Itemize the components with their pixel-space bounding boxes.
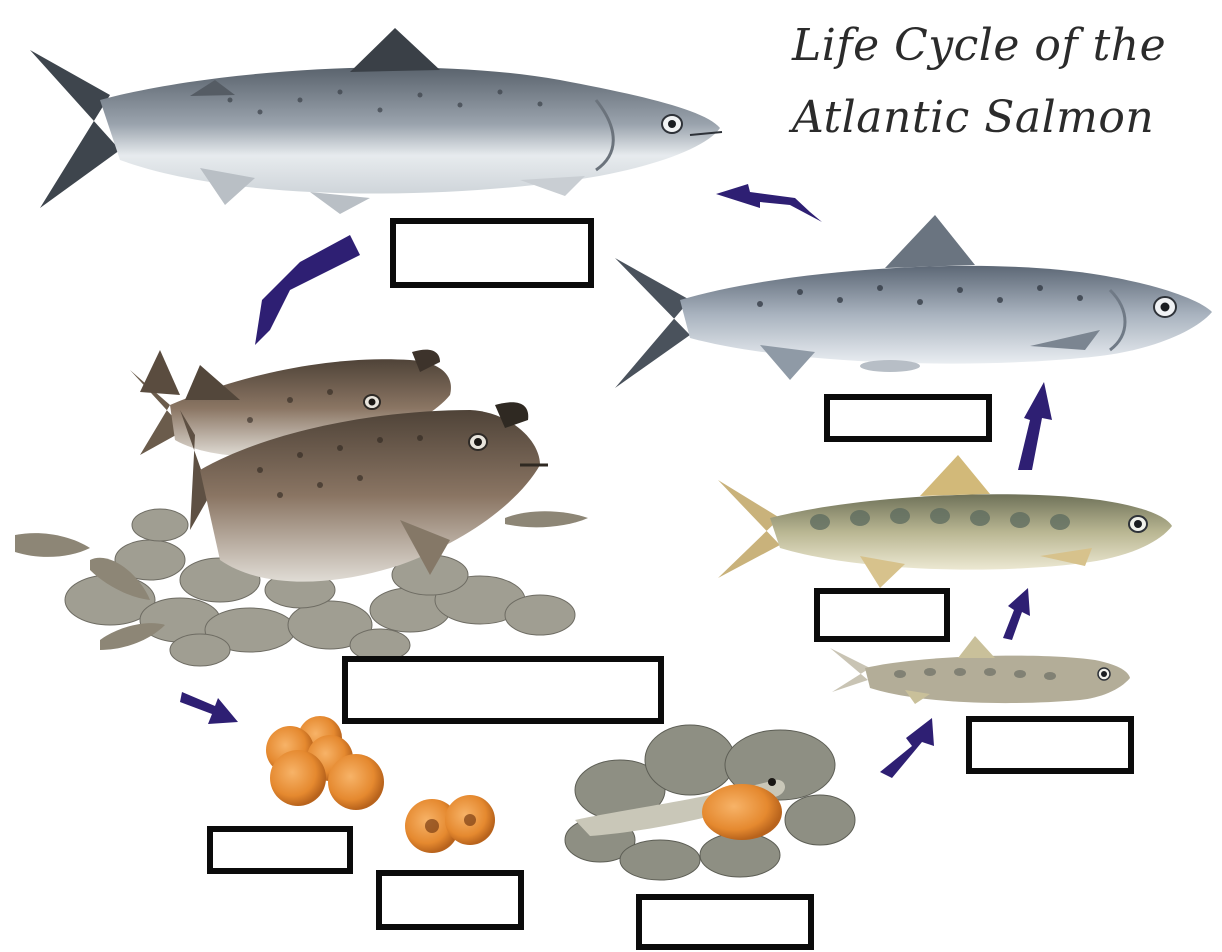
- spawning-salmon-icon: [15, 350, 588, 666]
- arrow-parr-to-smolt: [1018, 382, 1052, 470]
- label-box-adult[interactable]: [390, 218, 594, 288]
- title-line-1: Life Cycle of the: [792, 20, 1166, 71]
- label-box-spawning[interactable]: [342, 656, 664, 724]
- label-box-alevin[interactable]: [636, 894, 814, 950]
- label-box-eggs-right[interactable]: [376, 870, 524, 930]
- arrow-spawning-to-eggs: [180, 692, 238, 724]
- arrow-fry-to-parr: [1003, 588, 1030, 640]
- arrow-alevin-to-fry: [880, 718, 934, 778]
- label-box-fry[interactable]: [966, 716, 1134, 774]
- label-box-smolt[interactable]: [824, 394, 992, 442]
- label-box-eggs-left[interactable]: [207, 826, 353, 874]
- smolt-salmon-icon: [615, 215, 1212, 388]
- arrow-smolt-to-adult: [716, 184, 822, 222]
- title-line-2: Atlantic Salmon: [792, 92, 1154, 143]
- arrow-adult-to-spawning: [255, 235, 360, 345]
- label-box-parr[interactable]: [814, 588, 950, 642]
- parr-salmon-icon: [718, 455, 1172, 588]
- alevin-icon: [565, 725, 855, 880]
- adult-salmon-icon: [30, 28, 722, 214]
- fry-salmon-icon: [830, 636, 1130, 704]
